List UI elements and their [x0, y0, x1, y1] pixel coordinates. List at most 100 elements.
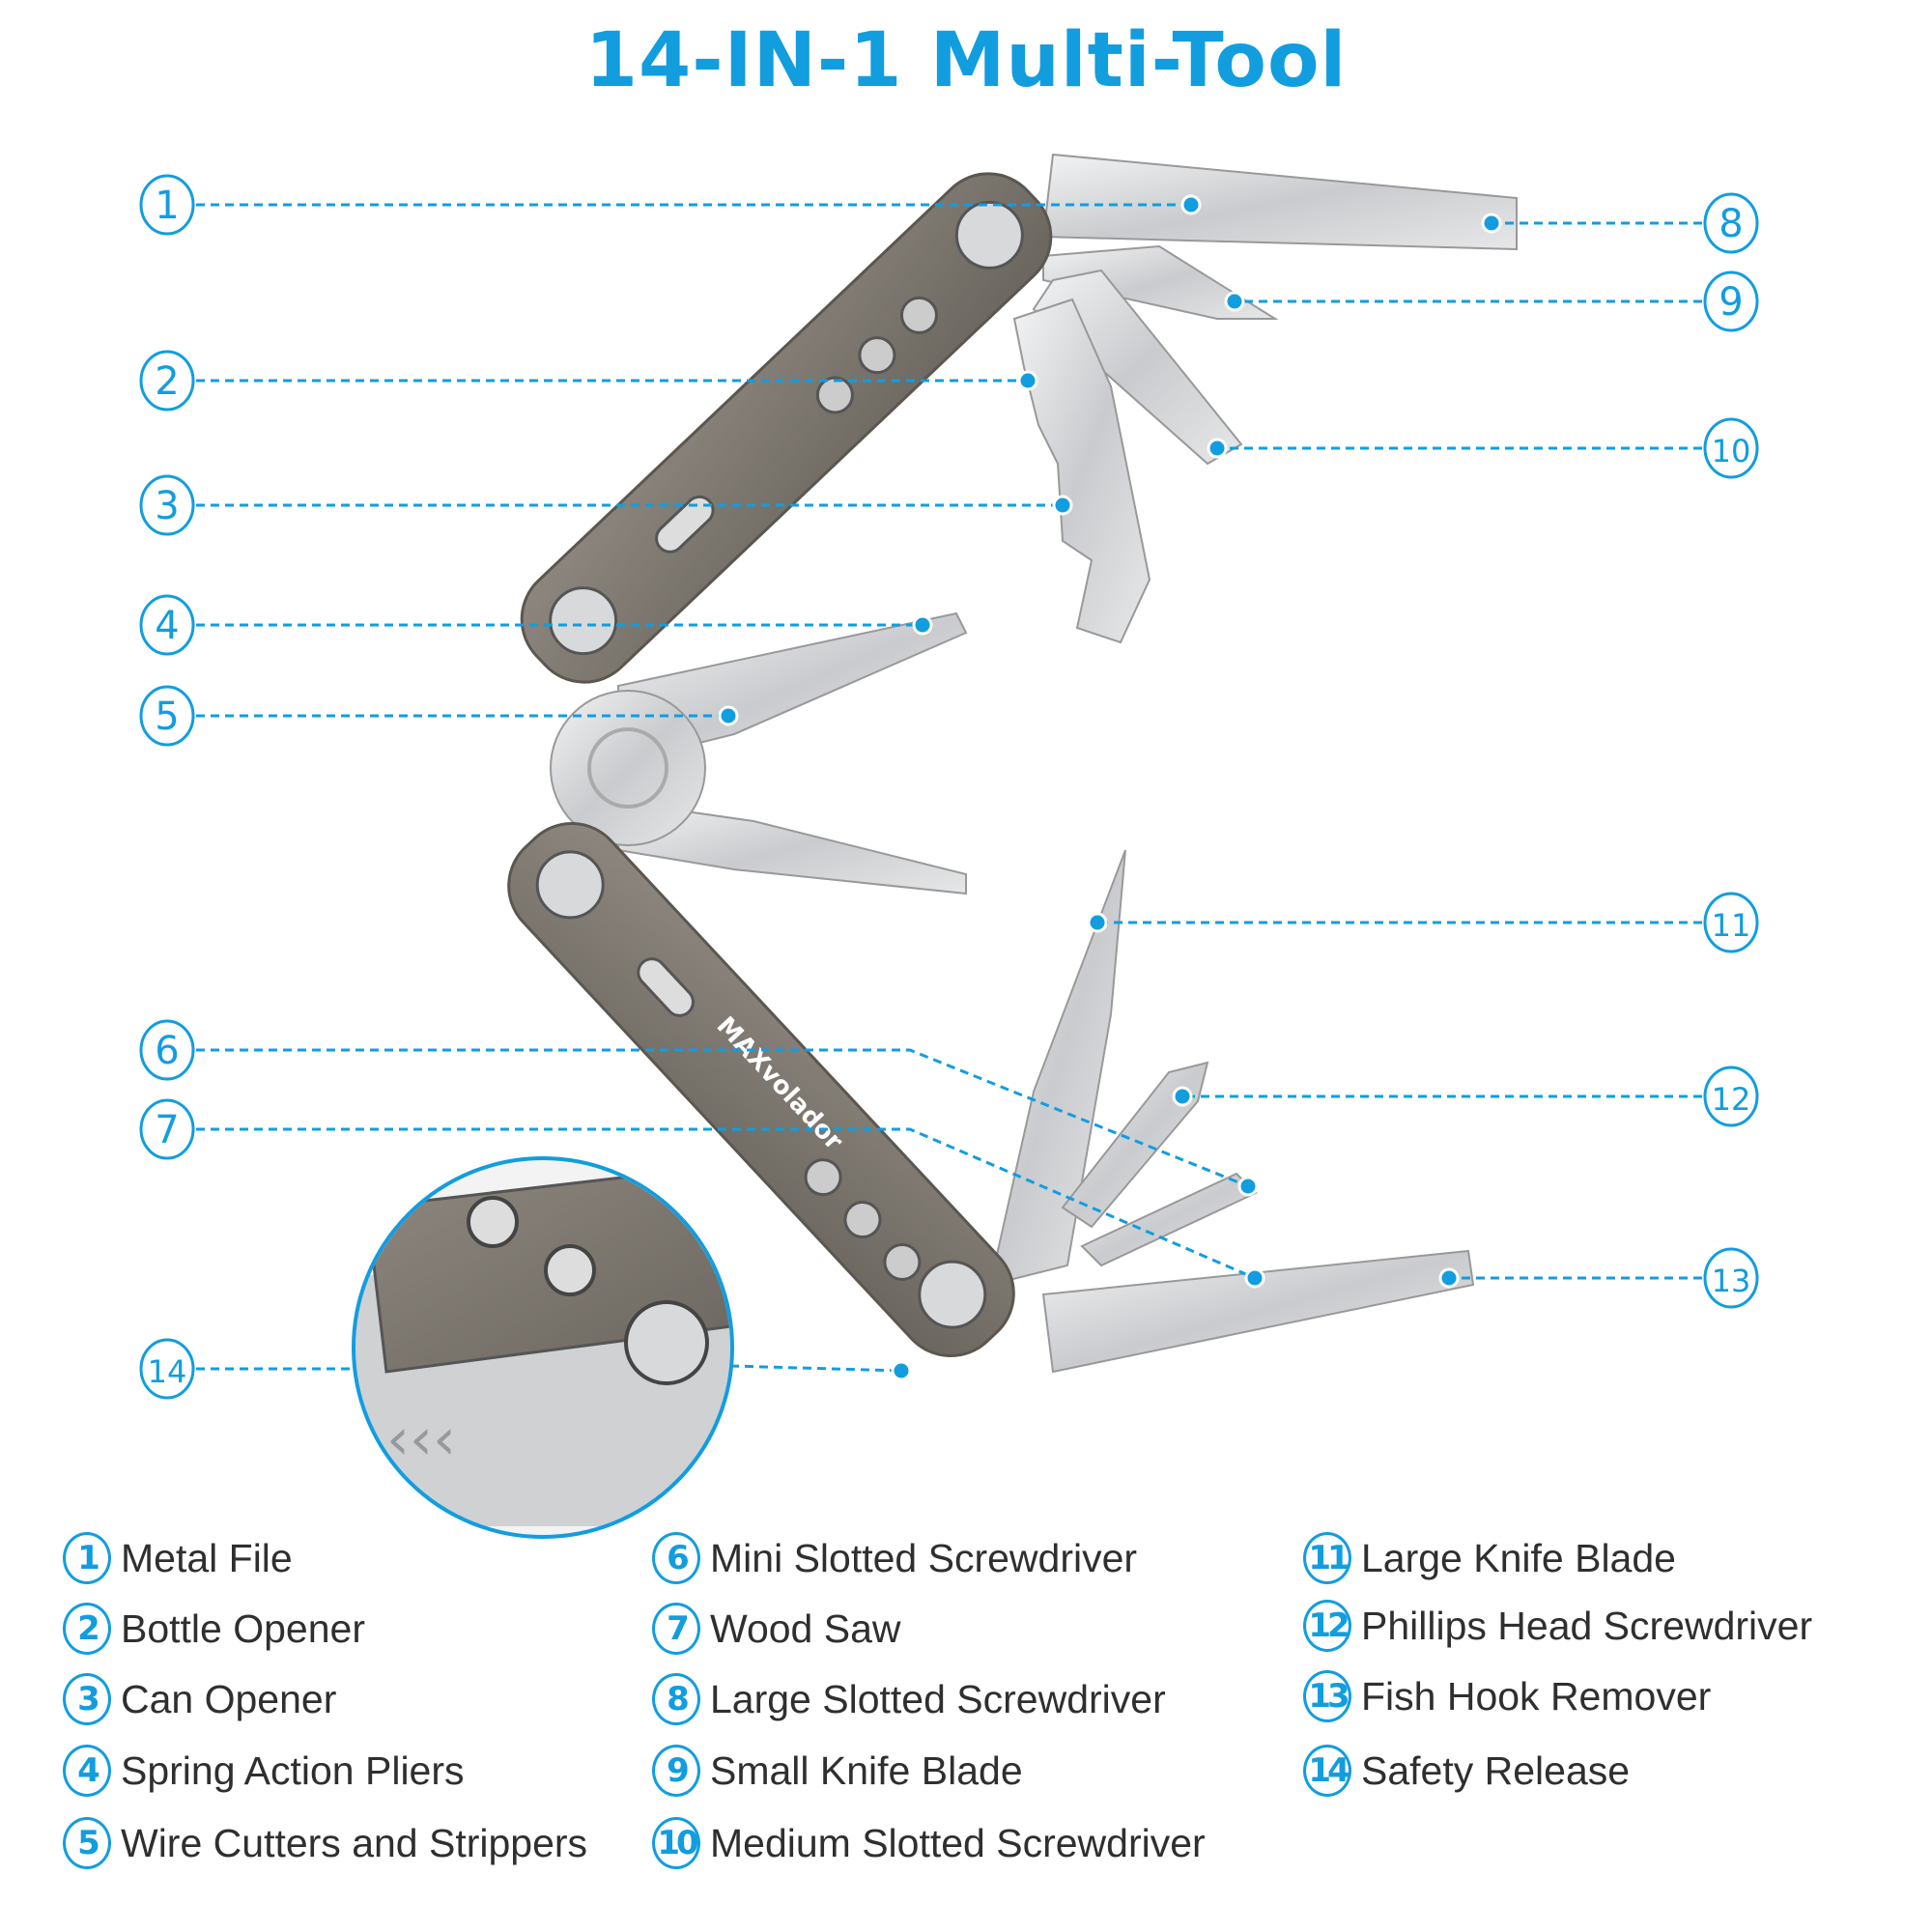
- legend-label: Mini Slotted Screwdriver: [710, 1535, 1138, 1580]
- mini-screwdriver: [1080, 1172, 1258, 1267]
- callout-badge: [1703, 192, 1759, 254]
- safety-release-inset: ‹‹‹: [352, 1156, 734, 1539]
- legend-label: Can Opener: [121, 1676, 337, 1721]
- legend-label: Fish Hook Remover: [1361, 1673, 1712, 1719]
- callout-number: 9: [1719, 280, 1743, 325]
- legend-number-badge: 6: [652, 1532, 700, 1584]
- legend-label: Metal File: [121, 1535, 293, 1580]
- callout-badge: [1703, 892, 1759, 953]
- legend-label: Bottle Opener: [121, 1605, 365, 1651]
- lower-tools: [988, 849, 1475, 1374]
- legend-label: Safety Release: [1361, 1747, 1631, 1793]
- legend-number-badge: 11: [1303, 1532, 1351, 1584]
- callout-number: 10: [1712, 433, 1751, 469]
- callout-badge: [139, 594, 195, 656]
- legend-number-badge: 1: [63, 1532, 111, 1584]
- callout-number: 1: [155, 184, 179, 228]
- wood-saw: [1041, 1249, 1475, 1374]
- upper-tools: [1012, 153, 1518, 644]
- upper-handle: [520, 172, 1053, 684]
- legend-number-badge: 4: [63, 1745, 111, 1797]
- callout-line: [196, 1048, 1249, 1188]
- callout-number: 3: [155, 484, 179, 528]
- callout-badge: [139, 350, 195, 412]
- callout-number: 8: [1719, 202, 1743, 246]
- callout-badge: [139, 174, 195, 236]
- callout-dot: [1438, 1267, 1460, 1289]
- callout-dot: [1207, 438, 1228, 459]
- legend-label: Spring Action Pliers: [121, 1747, 465, 1793]
- legend-label: Large Knife Blade: [1361, 1535, 1676, 1580]
- callout-badge: [139, 685, 195, 747]
- callout-number: 4: [155, 604, 179, 648]
- callout-dot: [1244, 1267, 1265, 1289]
- callout-dot: [1017, 370, 1038, 391]
- legend-label: Phillips Head Screwdriver: [1361, 1603, 1813, 1648]
- callout-dot: [1237, 1176, 1259, 1197]
- callout-badge: [139, 1019, 195, 1081]
- small-knife-blade: [1042, 244, 1279, 320]
- callout-number: 13: [1712, 1263, 1751, 1299]
- callout-dot: [1087, 912, 1108, 933]
- callout-number: 7: [155, 1108, 179, 1152]
- svg-text:‹‹‹: ‹‹‹: [386, 1406, 456, 1473]
- page-title: 14-IN-1 Multi-Tool: [584, 17, 1348, 104]
- callout-badge: [1703, 270, 1759, 332]
- lower-handle: MAXvolador: [507, 821, 1015, 1358]
- callout-badge: [139, 1098, 195, 1160]
- legend-number-badge: 12: [1303, 1600, 1351, 1652]
- callout-dot: [718, 705, 739, 726]
- callout-dot: [1180, 194, 1202, 215]
- callout-badge: [1703, 417, 1759, 479]
- callout-number: 14: [148, 1353, 187, 1390]
- legend-number-badge: 14: [1303, 1745, 1351, 1797]
- metal-file-blade: [1041, 153, 1518, 251]
- legend-number-badge: 3: [63, 1673, 111, 1725]
- callout-number: 5: [155, 695, 179, 739]
- legend-label: Small Knife Blade: [710, 1747, 1023, 1793]
- callout-dot: [1172, 1086, 1193, 1107]
- legend-number-badge: 10: [652, 1817, 700, 1869]
- callout-dot: [1224, 291, 1245, 312]
- callout-number: 6: [155, 1029, 179, 1073]
- callout-number: 2: [155, 359, 179, 404]
- legend-number-badge: 2: [63, 1603, 111, 1655]
- callout-badge: [1703, 1065, 1759, 1127]
- callout-badge: [139, 1338, 195, 1400]
- legend-number-badge: 13: [1303, 1670, 1351, 1722]
- callout-dot: [1052, 495, 1073, 516]
- callout-dot: [891, 1360, 912, 1381]
- legend-label: Medium Slotted Screwdriver: [710, 1820, 1206, 1865]
- legend-label: Wire Cutters and Strippers: [121, 1820, 588, 1865]
- callout-dot: [1481, 213, 1502, 234]
- callout-badge: [139, 474, 195, 536]
- callout-line: [196, 1127, 1256, 1280]
- legend-label: Large Slotted Screwdriver: [710, 1676, 1166, 1721]
- legend-number-badge: 5: [63, 1817, 111, 1869]
- callout-line: [729, 1364, 902, 1373]
- legend-number-badge: 7: [652, 1603, 700, 1655]
- callout-dot: [912, 614, 933, 636]
- callout-number: 12: [1712, 1081, 1751, 1118]
- callout-number: 11: [1712, 907, 1751, 944]
- legend-label: Wood Saw: [710, 1605, 901, 1651]
- large-knife-blade: [988, 849, 1126, 1287]
- legend-number-badge: 8: [652, 1673, 700, 1725]
- bottle-can-opener: [1012, 298, 1151, 644]
- legend-number-badge: 9: [652, 1745, 700, 1797]
